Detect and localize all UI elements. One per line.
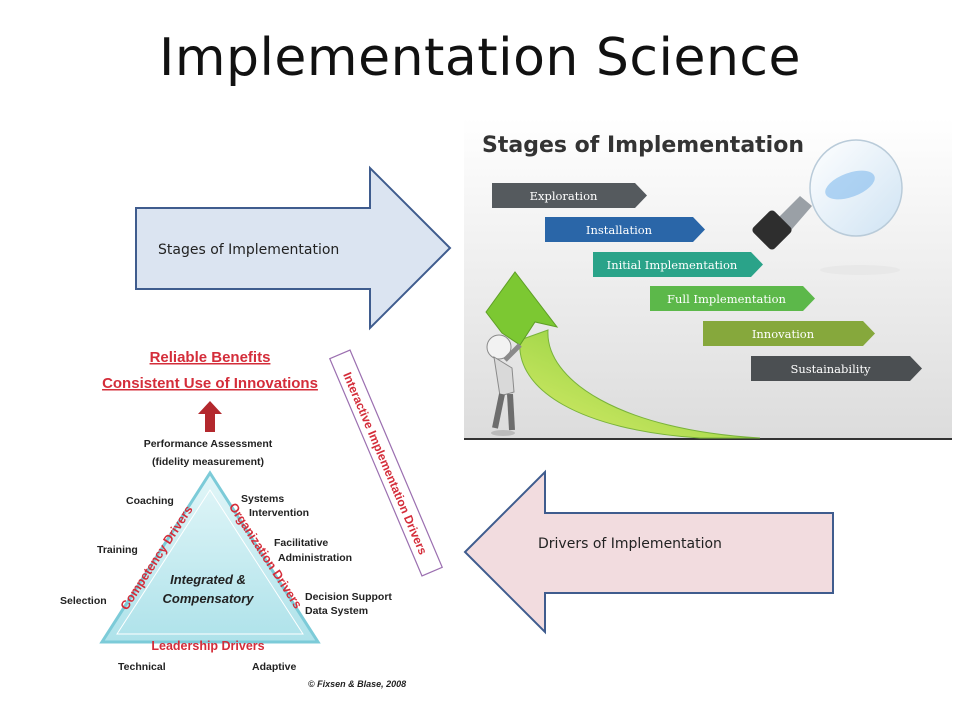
training-label: Training [97, 544, 138, 556]
benefit-consistent: Consistent Use of Innovations [102, 375, 318, 392]
drivers-diagram: Reliable Benefits Consistent Use of Inno… [60, 349, 444, 689]
light-bulb-icon [752, 139, 903, 275]
stage-chevron-label: Installation [586, 223, 653, 237]
benefit-reliable: Reliable Benefits [150, 349, 271, 366]
stage-chevron-shape [703, 321, 875, 346]
stage-chevron-shape [492, 183, 647, 208]
stage-chevron-shape [593, 252, 763, 277]
decision-sub-label: Data System [305, 605, 368, 617]
stages-panel: Stages of Implementation ExplorationInst… [464, 118, 952, 440]
facilitative-label: Facilitative [274, 537, 328, 549]
interactive-drivers-label: Interactive Implementation Drivers [340, 370, 430, 557]
left-arrow-label: Drivers of Implementation [538, 536, 722, 552]
assessment-sub-label: (fidelity measurement) [152, 456, 264, 468]
stages-heading: Stages of Implementation [482, 133, 804, 158]
center-label-1: Integrated & [170, 572, 246, 587]
stage-chevron-label: Full Implementation [667, 292, 787, 306]
systems-sub-label: Intervention [249, 507, 309, 519]
facilitative-sub-label: Administration [278, 552, 352, 564]
adaptive-label: Adaptive [252, 661, 297, 673]
stage-chevron: Full Implementation [650, 286, 815, 311]
stage-chevron-label: Sustainability [790, 362, 871, 376]
pushing-figure-icon [486, 334, 522, 436]
stage-chevron-shape [751, 356, 922, 381]
stage-chevron-shape [545, 217, 705, 242]
red-up-arrow [198, 401, 222, 432]
stage-chevron-label: Initial Implementation [607, 258, 738, 272]
stage-chevron: Initial Implementation [593, 252, 763, 277]
growth-arrow-icon [485, 271, 761, 439]
selection-label: Selection [60, 595, 107, 607]
systems-label: Systems [241, 493, 284, 505]
stage-chevron-shape [650, 286, 815, 311]
stage-chevron: Innovation [703, 321, 875, 346]
right-block-arrow [135, 165, 452, 331]
stage-chevron: Sustainability [751, 356, 922, 381]
coaching-label: Coaching [126, 495, 174, 507]
technical-label: Technical [118, 661, 166, 673]
slide-title: Implementation Science [158, 28, 801, 88]
stage-chevron: Exploration [492, 183, 647, 208]
copyright-label: © Fixsen & Blase, 2008 [308, 679, 406, 689]
center-label-2: Compensatory [162, 591, 254, 606]
right-arrow-label: Stages of Implementation [158, 242, 340, 258]
stage-chevron-label: Innovation [752, 327, 815, 341]
decision-label: Decision Support [305, 591, 392, 603]
interactive-drivers-box: Interactive Implementation Drivers [328, 349, 444, 577]
stage-chevron-label: Exploration [530, 189, 598, 203]
leadership-drivers-label: Leadership Drivers [151, 639, 264, 653]
assessment-label: Performance Assessment [144, 438, 273, 450]
stage-chevron: Installation [545, 217, 705, 242]
left-block-arrow [463, 469, 834, 635]
driver-triangle [99, 470, 321, 644]
